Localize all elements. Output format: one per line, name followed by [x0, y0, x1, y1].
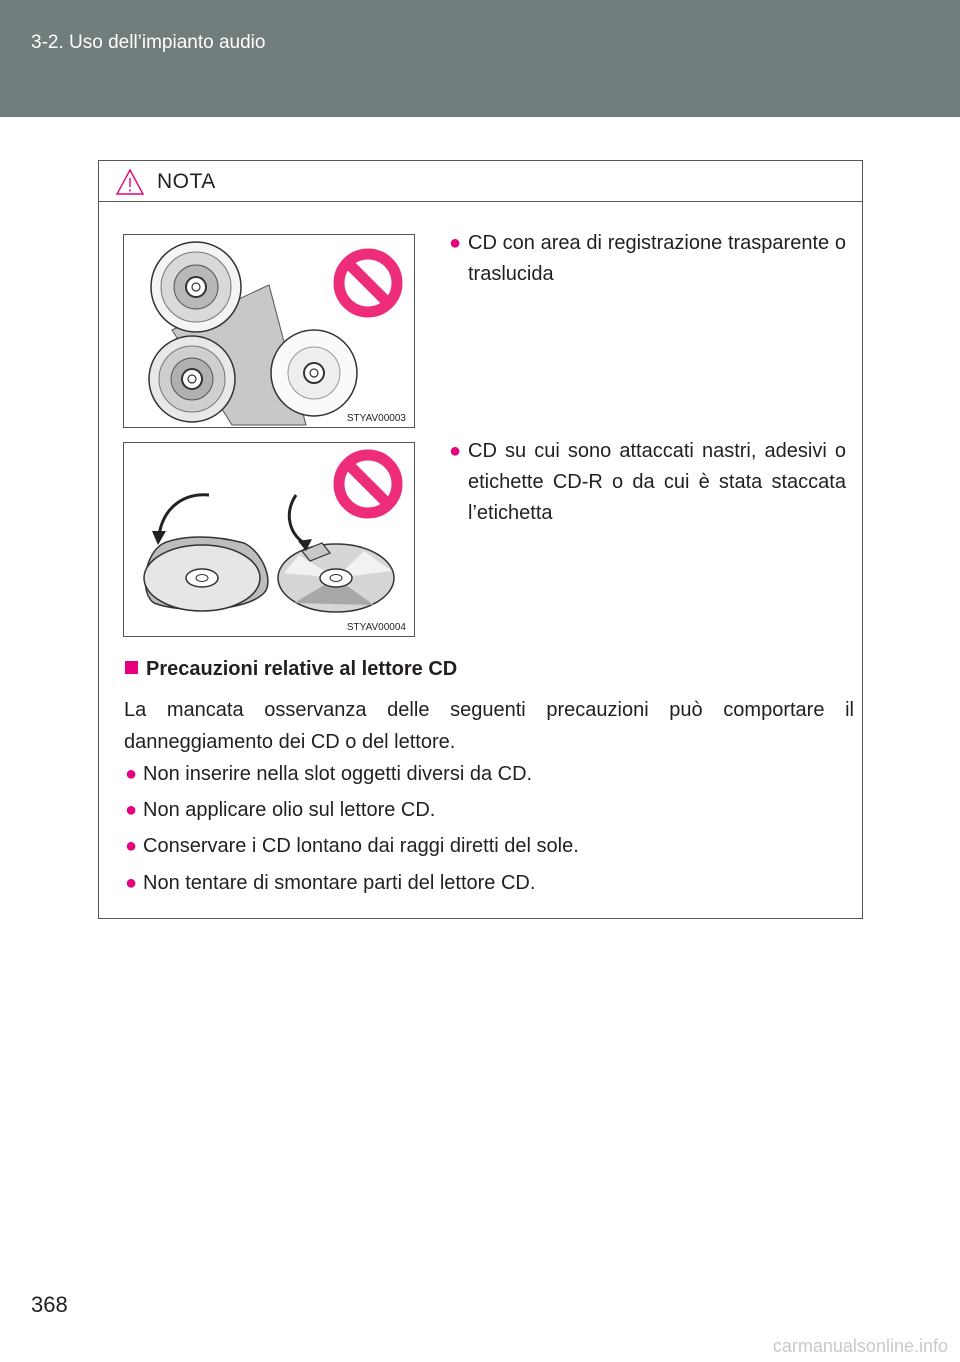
figure-code: STYAV00004	[346, 622, 406, 633]
labelled-cd-illustration	[143, 493, 395, 613]
list-item: ● Non tentare di smontare parti del lett…	[125, 868, 535, 898]
note-item-labelled-cd: ● CD su cui sono attaccati nastri, adesi…	[449, 436, 846, 529]
list-item: ● Conservare i CD lontano dai raggi dire…	[125, 831, 579, 861]
note-item-transparent-cd: ● CD con area di registrazione trasparen…	[449, 228, 846, 290]
section-title: 3-2. Uso dell’impianto audio	[31, 32, 266, 53]
header-band: 3-2. Uso dell’impianto audio	[0, 0, 960, 117]
bullet-dot-icon: ●	[125, 763, 138, 785]
list-item: ● Non inserire nella slot oggetti divers…	[125, 759, 532, 789]
precautions-title: Precauzioni relative al lettore CD	[125, 658, 457, 681]
figure-labelled-cd: STYAV00004	[123, 442, 415, 637]
square-bullet-icon	[125, 661, 138, 674]
prohibited-icon	[333, 248, 403, 318]
bullet-dot-icon: ●	[125, 799, 138, 821]
watermark: carmanualsonline.info	[772, 1336, 948, 1356]
note-item-text: CD con area di registrazione trasparente…	[468, 232, 846, 285]
note-item-text: CD su cui sono attaccati nastri, adesivi…	[468, 440, 846, 524]
bullet-dot-icon: ●	[449, 232, 462, 254]
bullet-dot-icon: ●	[125, 835, 138, 857]
precautions-intro: La mancata osservanza delle seguenti pre…	[124, 699, 854, 753]
page-number: 368	[31, 1292, 68, 1317]
prohibited-icon	[333, 449, 403, 519]
warning-triangle-icon	[115, 168, 145, 195]
figure-code: STYAV00003	[346, 413, 406, 424]
note-header: NOTA	[99, 161, 862, 202]
bullet-dot-icon: ●	[125, 872, 138, 894]
transparent-cd-illustration	[148, 241, 358, 426]
list-item: ● Non applicare olio sul lettore CD.	[125, 795, 435, 825]
note-box: NOTA STYAV00003 ● CD con area di	[98, 160, 863, 919]
note-label: NOTA	[157, 170, 216, 193]
figure-transparent-cd: STYAV00003	[123, 234, 415, 428]
bullet-dot-icon: ●	[449, 440, 462, 462]
